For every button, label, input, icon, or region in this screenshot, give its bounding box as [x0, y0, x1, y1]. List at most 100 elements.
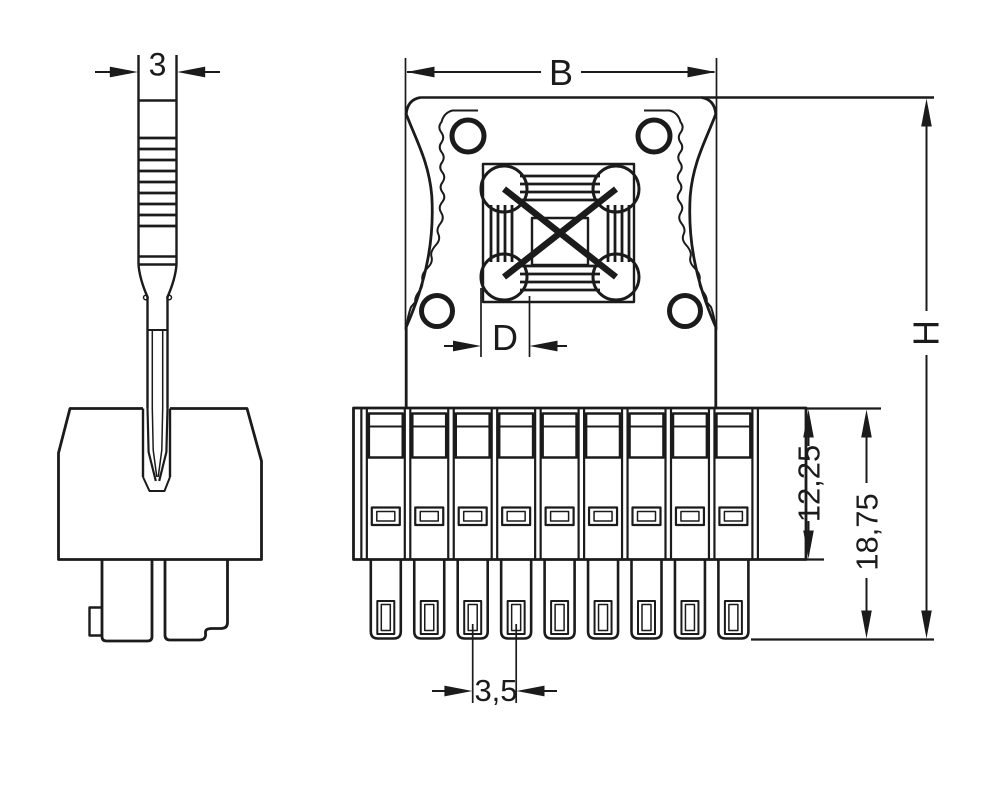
arrowhead-up-icon [861, 409, 872, 438]
arrowhead-right-icon [109, 66, 138, 78]
tool-tip-inner-left [151, 407, 158, 478]
pole-foot-slot-inner [424, 603, 435, 632]
pole-foot-slot-outer [376, 600, 396, 635]
arrowhead-left-icon [177, 66, 206, 78]
mounting-hole-top-left [449, 117, 487, 155]
guide-bushing-bottom-left [479, 252, 529, 302]
mounting-hole-top-right [635, 117, 673, 155]
guide-bushing-bottom-right [591, 252, 641, 302]
keyway-hatch-bottom [520, 264, 600, 292]
pole-latch-slot-inner [636, 510, 657, 522]
pole-foot [369, 560, 403, 640]
pole-latch-slot-outer [370, 506, 401, 527]
housing-side [57, 407, 263, 643]
pole-foot-slot-inner [684, 603, 696, 632]
keyway-hatch-top [520, 174, 600, 202]
pole-modules [360, 408, 760, 640]
pole-latch-slot-inner [549, 510, 570, 522]
arrowhead-down-icon [861, 610, 872, 639]
operating-tool [137, 55, 178, 482]
pole-foot-slot-outer [680, 600, 700, 635]
flange-serrated-contour [405, 109, 478, 327]
housing-side-outline [57, 407, 263, 561]
dim-label-width: B [549, 52, 573, 93]
pole-foot-slot-inner [641, 603, 652, 632]
pole-foot-slot-outer [550, 600, 570, 635]
guide-bushing-top-left [479, 164, 529, 214]
arrowhead-up-icon [921, 98, 932, 127]
arrowhead-right-icon [444, 685, 473, 697]
arrowhead-left-icon [529, 340, 558, 352]
pole-latch-slot-outer [587, 506, 619, 527]
tool-tip-inner-right [157, 407, 164, 478]
housing-front-body [352, 406, 808, 561]
side-view [57, 55, 263, 643]
dimension-tool-width: 3 [95, 47, 220, 83]
pole-latch-slot-inner [376, 510, 396, 522]
pole-foot-slot-outer [637, 600, 656, 635]
pole-foot-slot-inner [597, 603, 609, 632]
front-view [352, 96, 934, 640]
arrowhead-down-icon [921, 610, 932, 639]
pole-clamp-window [410, 412, 448, 459]
pole-latch-slot-outer [544, 506, 575, 527]
dim-label-bushing: D [492, 317, 518, 358]
pole-foot [412, 560, 446, 640]
pole-latch-slot-inner [593, 510, 613, 522]
pole-latch-slot-outer [718, 506, 749, 527]
dimension-bushing-D: D [444, 288, 567, 358]
pole-latch-slot-outer [457, 506, 488, 527]
arrowhead-right-icon [453, 340, 481, 352]
pole-foot-slot-outer [593, 600, 613, 635]
pole-clamp-window [715, 412, 752, 459]
pole-clamp-window [671, 412, 709, 459]
mounting-hole-bottom-left [419, 293, 455, 329]
keyway-outer-square [481, 162, 636, 304]
pole-foot-slot-outer [723, 600, 743, 635]
keyway-hatch-right [606, 205, 631, 262]
left-leg [100, 559, 154, 643]
dim-label-overall-height: 18,75 [850, 493, 885, 571]
dim-label-tool-width: 3 [149, 47, 167, 83]
pole-latch-slot-inner [462, 510, 483, 522]
arrowhead-left-icon [516, 685, 545, 697]
pole-foot [586, 560, 620, 640]
pole-latch-slot-inner [680, 510, 700, 522]
pole-latch-slot-inner [419, 510, 439, 522]
pole-clamp-window [497, 412, 535, 459]
pole-clamp-window [454, 412, 492, 459]
dim-label-total-height: H [906, 320, 947, 346]
dimensions: 3 B D 12,25 [95, 47, 947, 708]
pole-foot-slot-inner [380, 603, 392, 632]
pole-latch-slot-inner [506, 510, 526, 522]
pole-foot-slot-inner [728, 603, 739, 632]
pole-latch-slot-outer [414, 506, 445, 527]
pole-latch-slot-outer [631, 506, 662, 527]
keyway-inner-square [530, 216, 590, 267]
mounting-hole-bottom-right [667, 293, 703, 329]
right-leg [163, 559, 229, 642]
flange-side-left [404, 96, 478, 409]
flange-outer-contour [404, 96, 434, 409]
guide-bushing-top-right [591, 164, 641, 214]
tool-tip-outer-left [146, 407, 157, 482]
arrowhead-down-icon [803, 530, 814, 559]
left-leg-step [88, 606, 102, 637]
pole-foot-slot-inner [554, 603, 565, 632]
tool-tip-outer-right [158, 407, 169, 482]
pole-latch-slot-inner [723, 510, 744, 522]
tool-slot-bottom [142, 476, 171, 492]
tool-knurling [138, 136, 177, 228]
pole-clamp-window [367, 412, 405, 459]
dimension-total-height-H: H [751, 98, 947, 641]
pole-clamp-window [584, 412, 622, 459]
pole-foot-slot-outer [419, 600, 439, 635]
dimension-housing-height-12-25: 12,25 [792, 407, 881, 561]
tool-taper-right [166, 264, 178, 298]
pole-foot [630, 560, 663, 640]
dimension-pole-pitch-3-5: 3,5 [432, 624, 557, 708]
pole-foot [543, 560, 576, 640]
flange-side-right [642, 96, 718, 410]
